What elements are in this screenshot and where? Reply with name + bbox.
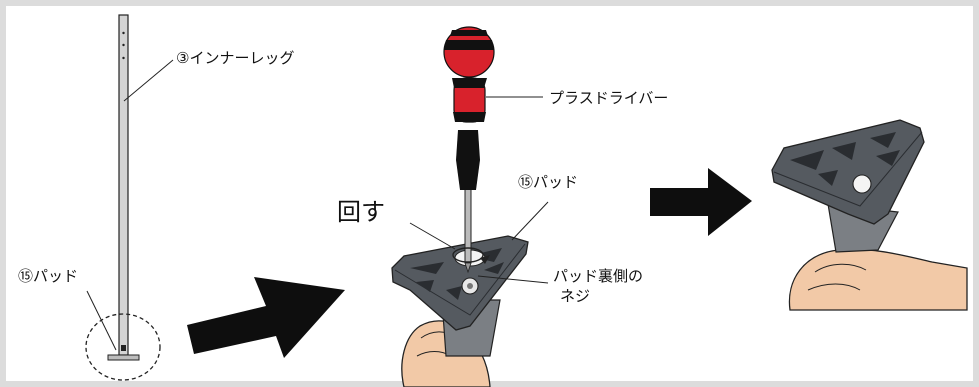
label-screwdriver: プラスドライバー [549, 89, 669, 107]
pad-small [107, 354, 140, 361]
arrow-right [650, 168, 752, 236]
leader-line-rotate [409, 222, 456, 250]
screwdriver [443, 26, 495, 274]
leader-line-pad-left [86, 290, 117, 351]
label-pad-left: ⑮パッド [18, 267, 79, 285]
label-inner-leg: ③インナーレッグ [176, 49, 295, 67]
leader-line-inner-leg [123, 59, 174, 102]
rotate-arrow [452, 247, 490, 264]
leader-line-screw [477, 275, 549, 284]
arrow-right-diagonal [187, 277, 345, 358]
zoom-circle [85, 313, 161, 381]
label-rotate: 回す [337, 198, 385, 226]
label-screw-line2: ネジ [560, 287, 591, 305]
label-screw-line1: パッド裏側の [553, 267, 644, 285]
label-pad-center: ⑮パッド [518, 173, 579, 191]
hand-right [788, 248, 968, 311]
leader-line-pad-center [511, 201, 549, 241]
pad-right [771, 119, 925, 253]
inner-leg [118, 14, 129, 356]
